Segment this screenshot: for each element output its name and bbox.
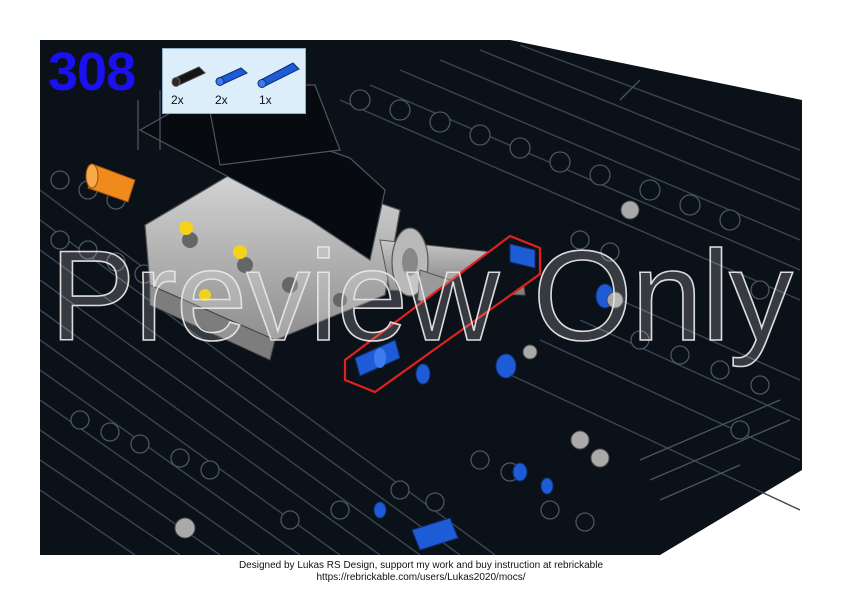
part-item: 1x <box>255 55 300 109</box>
footer: Designed by Lukas RS Design, support my … <box>0 560 842 584</box>
part-item: 2x <box>211 55 255 109</box>
orange-pin <box>85 163 136 203</box>
new-parts-highlight <box>343 234 542 394</box>
preview-watermark: Preview Only <box>49 224 794 369</box>
step-number: 308 <box>48 42 136 102</box>
grey-bushings <box>174 200 640 539</box>
footer-credit: Designed by Lukas RS Design, support my … <box>238 560 604 571</box>
part-quantity: 2x <box>171 93 184 107</box>
part-item: 2x <box>167 55 211 109</box>
technic-holes <box>50 89 770 532</box>
part-quantity: 1x <box>259 93 272 107</box>
blue-long-pin-icon <box>257 62 300 88</box>
blue-pin-icon <box>215 67 248 86</box>
parts-list-box: 2x 2x 1x <box>162 48 306 114</box>
build-step-illustration <box>40 40 802 555</box>
black-frame-right <box>137 79 791 501</box>
black-friction-pin-icon <box>171 66 206 87</box>
footer-link[interactable]: https://rebrickable.com/users/Lukas2020/… <box>316 572 526 583</box>
part-quantity: 2x <box>215 93 228 107</box>
